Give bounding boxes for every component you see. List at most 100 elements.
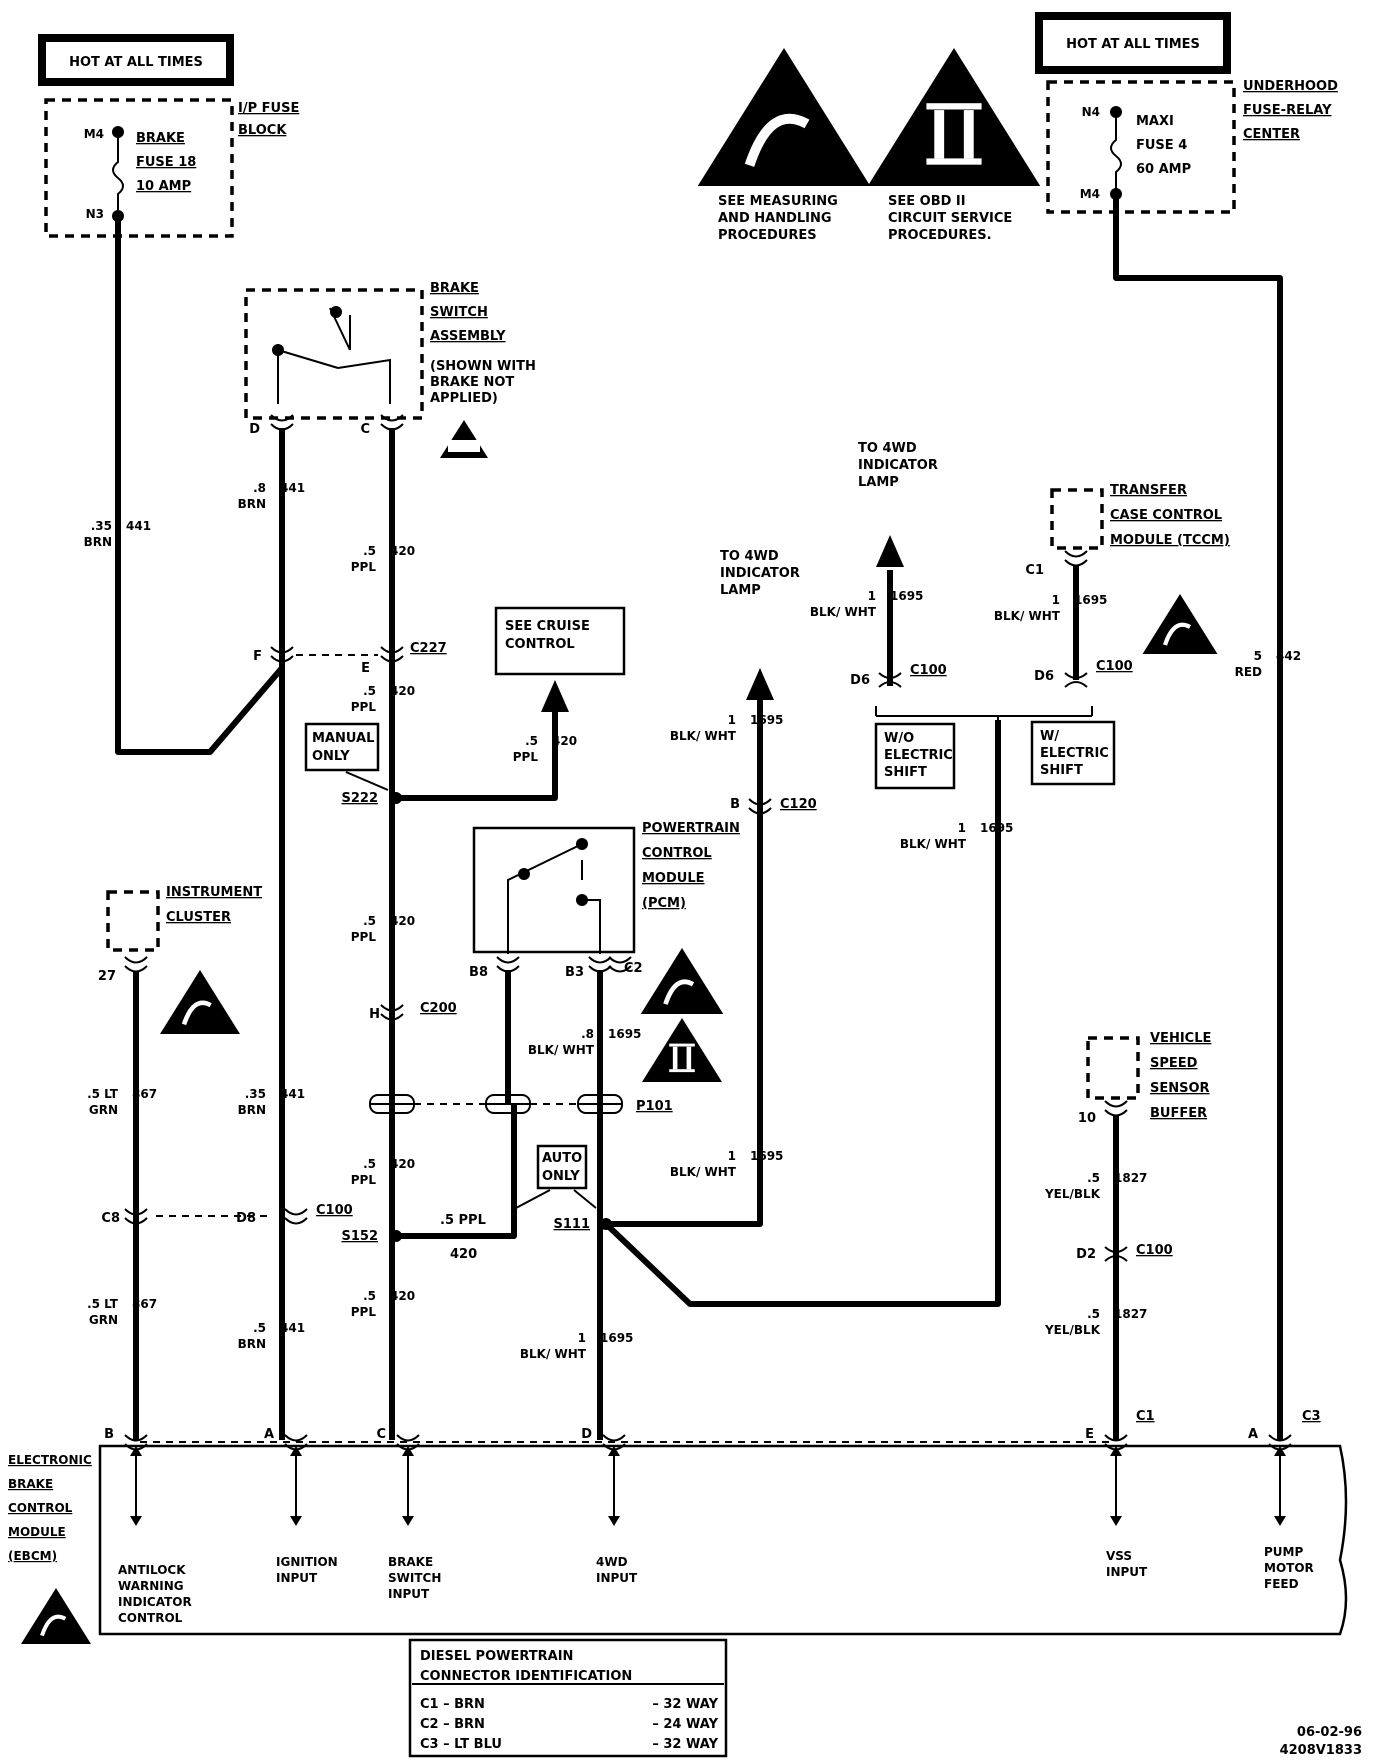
- ebcm-arrowhead-up-ignition: [290, 1446, 302, 1456]
- ebcm-pin-c3: C3: [1302, 1409, 1321, 1424]
- vss-buffer-label-line-2: SENSOR: [1150, 1081, 1210, 1096]
- pcm-esd-icon: [640, 948, 724, 1014]
- w-electric-label-line-2: SHIFT: [1040, 763, 1083, 778]
- svg-text:BRN: BRN: [84, 535, 112, 549]
- ip-fuse-block-label-line-0: I/P FUSE: [238, 101, 299, 116]
- ebcm-pin-e: E: [1085, 1427, 1094, 1442]
- cluster-conn: [124, 956, 148, 973]
- footer-date: 06-02-96: [1297, 1725, 1362, 1740]
- fuse18-label-line-2: 10 AMP: [136, 179, 191, 194]
- fuse18-pin-bottom: N3: [86, 207, 104, 221]
- svg-text:1: 1: [868, 589, 876, 603]
- svg-text:1: 1: [958, 821, 966, 835]
- wire-1695-up: [606, 700, 763, 1227]
- ebcm-pin-c1: C1: [1136, 1409, 1155, 1424]
- svg-text:.5: .5: [363, 1157, 376, 1171]
- svg-text:.8: .8: [581, 1027, 594, 1041]
- ebcm-name-line-4: (EBCM): [8, 1549, 57, 1563]
- manual-only-box: [304, 722, 380, 772]
- ebcm-fn-brake-switch-line-1: SWITCH: [388, 1571, 441, 1585]
- tccm-label-line-2: MODULE (TCCM): [1110, 533, 1230, 548]
- legend-box: [408, 1638, 728, 1758]
- vss-buffer-label-line-3: BUFFER: [1150, 1106, 1207, 1121]
- hot-right-box-inner: [1043, 20, 1223, 66]
- svg-text:.5: .5: [363, 544, 376, 558]
- ebcm-name-line-0: ELECTRONIC: [8, 1453, 92, 1467]
- svg-text:420: 420: [552, 734, 577, 748]
- ebcm-pin-d: D: [581, 1427, 592, 1442]
- legend-row-0-id: C1 – BRN: [420, 1697, 485, 1712]
- svg-text:1695: 1695: [600, 1331, 633, 1345]
- c100-d8-conn: [284, 1208, 308, 1225]
- maxi-pin-top: N4: [1082, 105, 1100, 119]
- brake-sw-contact: [330, 306, 342, 318]
- ebcm-fn-ignition-line-0: IGNITION: [276, 1555, 338, 1569]
- wo-electric-box: [874, 722, 956, 790]
- pcm-pin-c2: C2: [624, 961, 643, 976]
- pcm-obd-icon: [642, 1018, 722, 1082]
- brake-switch-label-line-0: BRAKE: [430, 281, 479, 296]
- tccm-label-line-0: TRANSFER: [1110, 483, 1187, 498]
- auto-only-box: [536, 1144, 588, 1190]
- legend-title-line-0: DIESEL POWERTRAIN: [420, 1649, 573, 1664]
- c100-label-c: C100: [316, 1203, 353, 1218]
- svg-text:1: 1: [728, 713, 736, 727]
- wire-420-s152-label: .5 PPL: [440, 1213, 486, 1228]
- svg-text:BRN: BRN: [238, 1337, 266, 1351]
- maxi-pin-bottom: M4: [1080, 187, 1100, 201]
- pcm-contact-top: [576, 838, 588, 850]
- pcm-label-line-2: MODULE: [642, 871, 705, 886]
- fuse18-element: [112, 132, 124, 216]
- ebcm-fn-vss-line-0: VSS: [1106, 1549, 1132, 1563]
- pcm-pin-b3: B3: [565, 965, 584, 980]
- ebcm-fn-brake-switch-line-0: BRAKE: [388, 1555, 433, 1569]
- brake-switch-pin-c: C: [360, 422, 370, 437]
- c227-f-conn: [270, 646, 294, 663]
- manual-only-label-line-0: MANUAL: [312, 731, 374, 746]
- svg-text:420: 420: [390, 684, 415, 698]
- svg-text:1695: 1695: [750, 713, 783, 727]
- svg-text:.5 LT: .5 LT: [87, 1087, 119, 1101]
- legend-title-line-1: CONNECTOR IDENTIFICATION: [420, 1669, 632, 1684]
- svg-text:BLK/ WHT: BLK/ WHT: [900, 837, 967, 851]
- svg-text:1827: 1827: [1114, 1171, 1147, 1185]
- c100-label-d: C100: [1136, 1243, 1173, 1258]
- manual-only-label-line-1: ONLY: [312, 749, 350, 764]
- ebcm-esd-icon: [21, 1588, 91, 1644]
- ebcm-arrowhead-down-fourwd: [608, 1516, 620, 1526]
- c100-pin-d6: D6: [850, 673, 870, 688]
- to-4wd-arrow-2: [876, 535, 904, 567]
- brake-switch-note-line-2: APPLIED): [430, 391, 498, 406]
- svg-text:BLK/ WHT: BLK/ WHT: [520, 1347, 587, 1361]
- svg-text:1827: 1827: [1114, 1307, 1147, 1321]
- wire-420-s152: [396, 1104, 517, 1239]
- svg-text:.35: .35: [245, 1087, 266, 1101]
- svg-text:1695: 1695: [890, 589, 923, 603]
- wo-electric-label-line-2: SHIFT: [884, 765, 927, 780]
- fuse18-pin-top: M4: [84, 127, 104, 141]
- brake-switch-conn-d: [270, 414, 294, 431]
- c227-pin-f: F: [253, 649, 262, 664]
- ebcm-fn-4wd-line-1: INPUT: [596, 1571, 638, 1585]
- c200-label: C200: [420, 1001, 457, 1016]
- esd-warning-text-line-0: SEE MEASURING: [718, 194, 838, 209]
- legend-row-1-id: C2 – BRN: [420, 1717, 485, 1732]
- pcm-box: [472, 826, 636, 954]
- svg-text:441: 441: [280, 481, 305, 495]
- underhood-label-line-1: FUSE-RELAY: [1243, 103, 1332, 118]
- vss-buffer-label-line-1: SPEED: [1150, 1056, 1198, 1071]
- maxi-fuse-label-line-1: FUSE 4: [1136, 138, 1187, 153]
- legend-row-0-desc: – 32 WAY: [652, 1697, 718, 1712]
- pcm-label-line-3: (PCM): [642, 896, 686, 911]
- c100-d6-conn: [878, 672, 902, 688]
- c100-label-a: C100: [910, 663, 947, 678]
- shift-option-ticks: [875, 706, 1093, 726]
- pcm-pivot: [518, 868, 530, 880]
